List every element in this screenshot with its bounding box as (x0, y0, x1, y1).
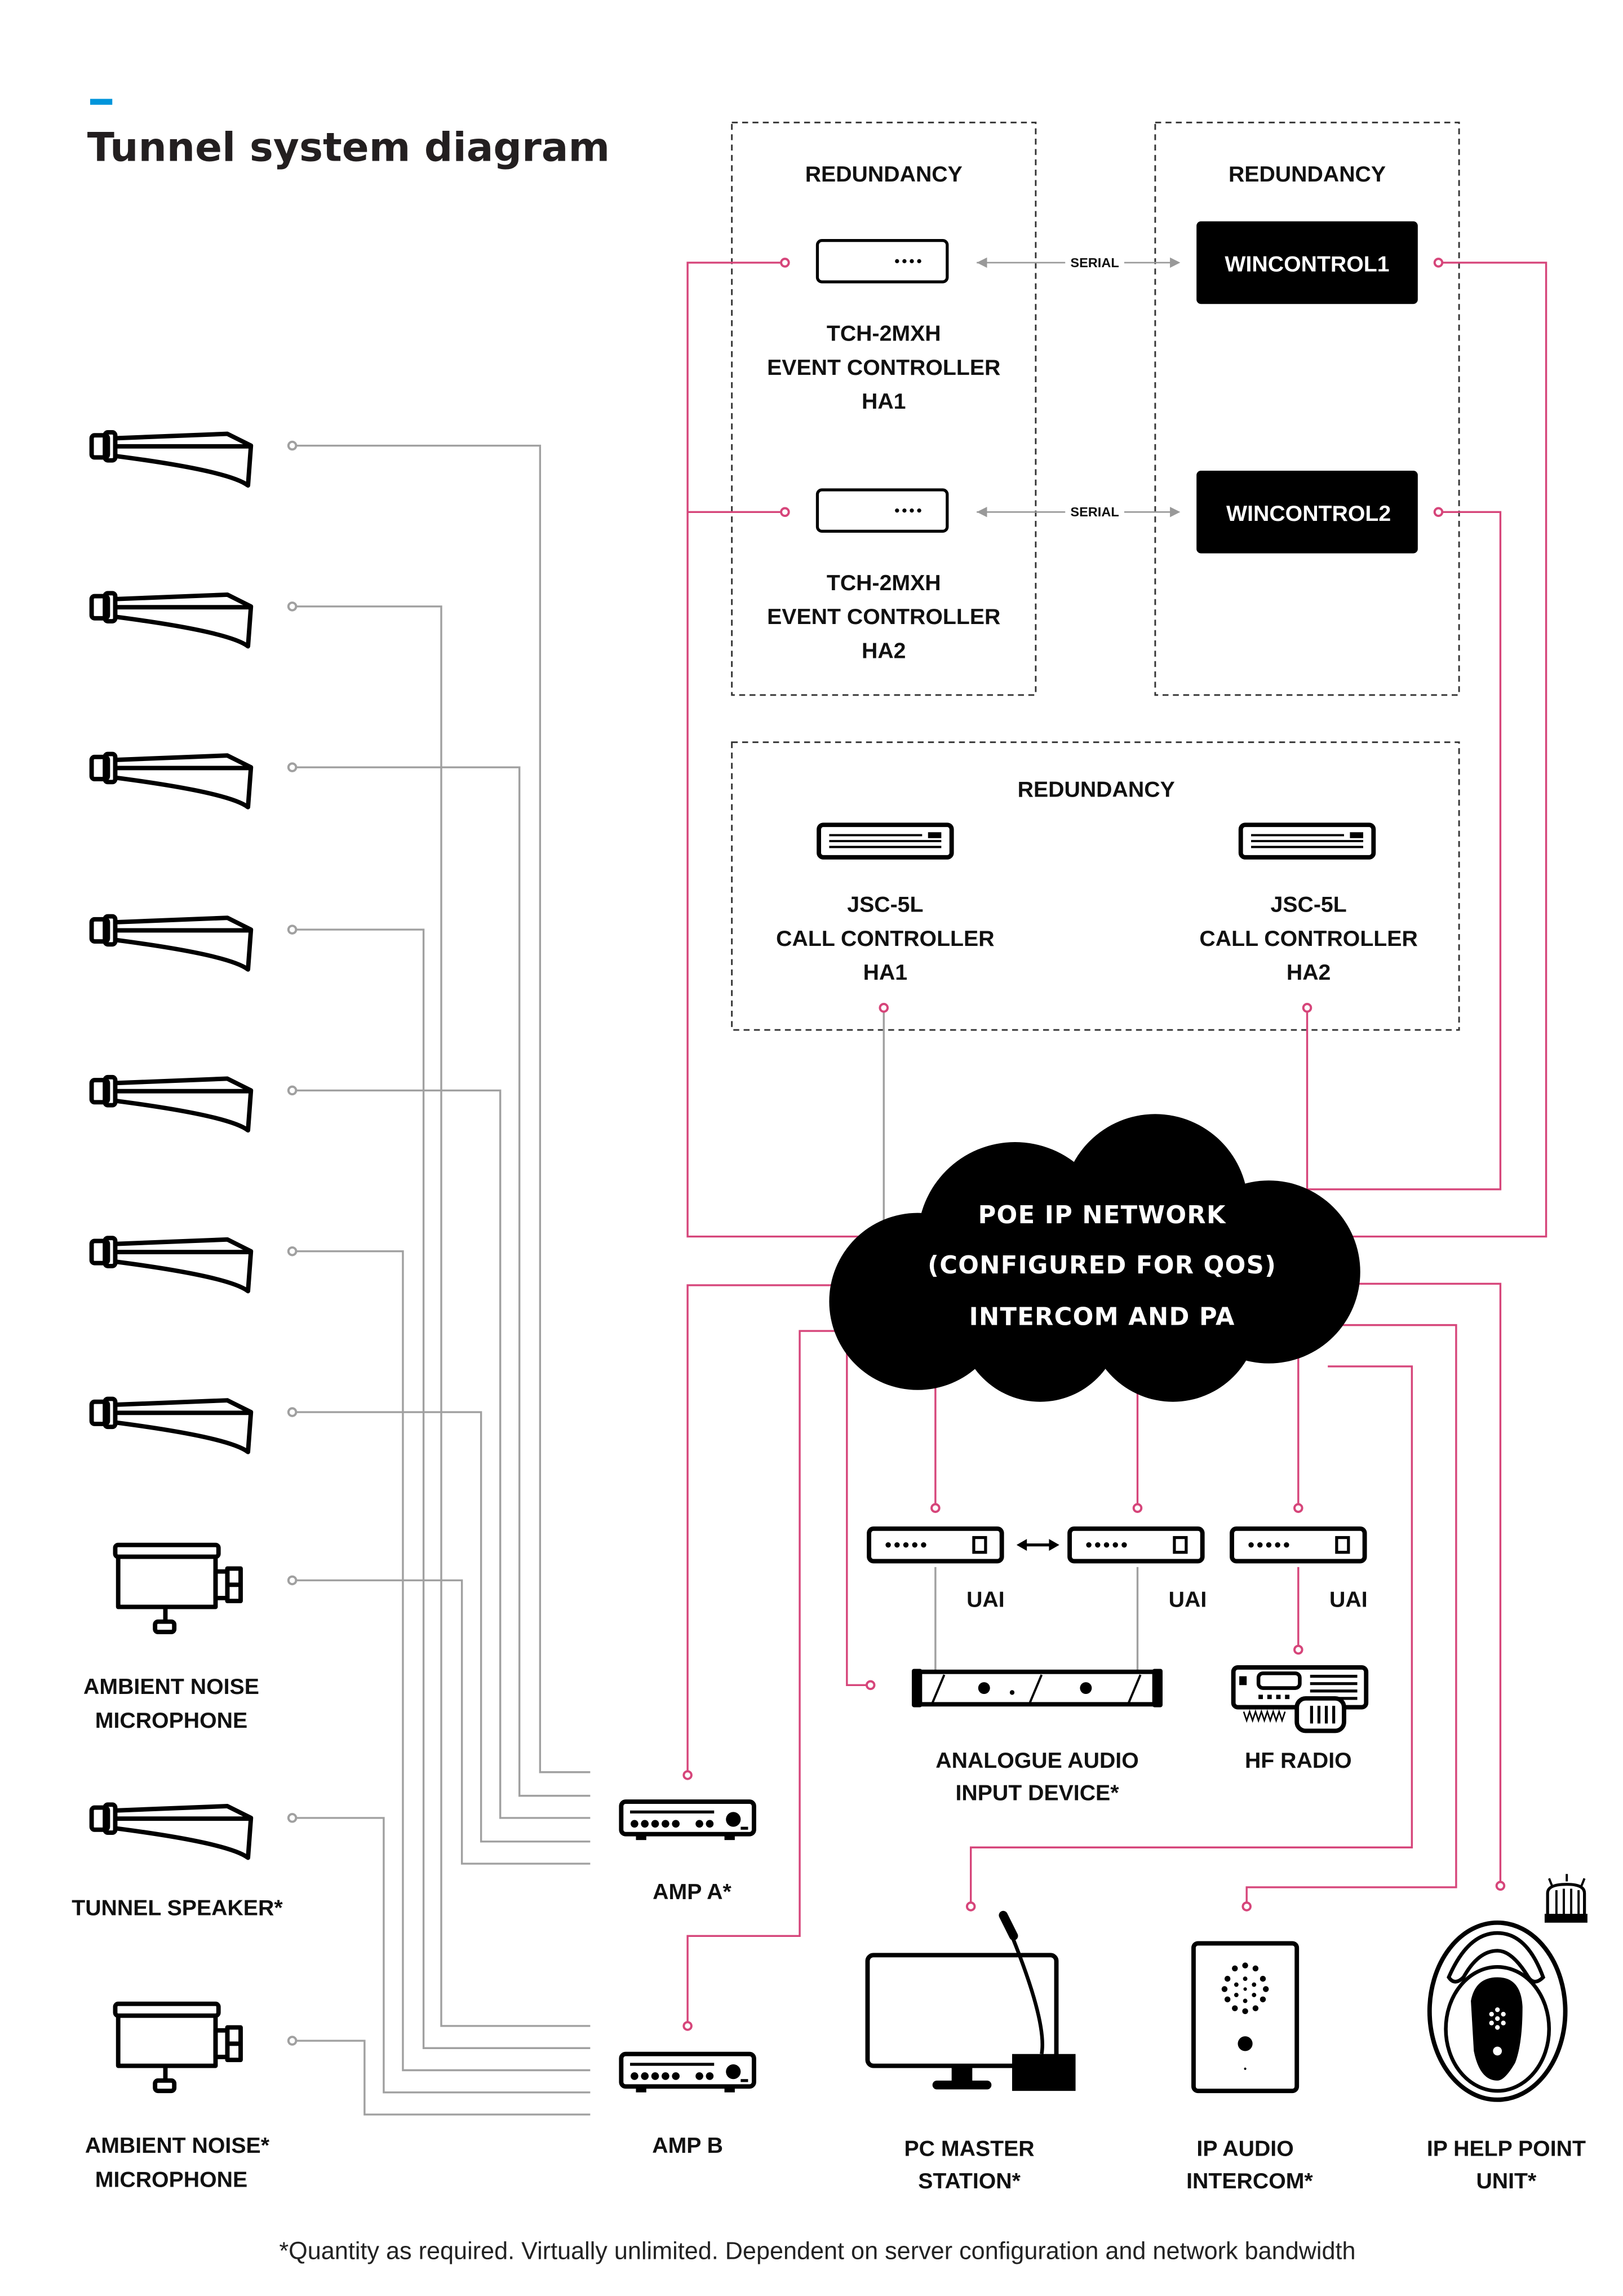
event-controller-ha1-icon (817, 241, 947, 282)
speaker-wiring (287, 440, 1139, 2116)
uai-1-label: UAI (966, 1587, 1005, 1612)
svg-text:HA2: HA2 (862, 638, 906, 663)
hf-radio-label: HF RADIO (1245, 1748, 1352, 1773)
ip-help-point-label: IP HELP POINT (1427, 2136, 1586, 2161)
serial-link-2: SERIAL (977, 505, 1181, 519)
wincontrol2-box: WINCONTROL2 (1196, 471, 1418, 554)
ambient-mic-2-label: MICROPHONE (95, 2167, 247, 2192)
uai-link-arrow (1016, 1539, 1059, 1551)
svg-text:POE IP NETWORK: POE IP NETWORK (978, 1201, 1226, 1229)
tunnel-speaker-label: TUNNEL SPEAKER* (72, 1896, 283, 1921)
redundancy-group-call-controllers (731, 741, 1460, 1031)
wincontrol1-box: WINCONTROL1 (1196, 221, 1418, 304)
svg-text:JSC-5L: JSC-5L (1271, 892, 1347, 917)
amp-a-icon (621, 1802, 754, 1840)
event-controller-ha2-icon (817, 490, 947, 531)
uai-2-icon (1070, 1529, 1203, 1561)
tunnel-speaker-icon (92, 1238, 251, 1291)
analogue-audio-label: ANALOGUE AUDIO (935, 1748, 1139, 1773)
svg-text:INTERCOM AND PA: INTERCOM AND PA (969, 1303, 1235, 1331)
redundancy-label: REDUNDANCY (1018, 777, 1175, 802)
ip-help-point-label: UNIT* (1476, 2169, 1537, 2193)
hf-radio-icon (1231, 1665, 1369, 1733)
analogue-audio-label: INPUT DEVICE* (955, 1780, 1119, 1805)
ambient-noise-microphone-icon (115, 1545, 240, 1632)
call-controller-ha1-label: JSC-5L CALL CONTROLLER HA1 (776, 892, 994, 985)
uai-3-label: UAI (1329, 1587, 1368, 1612)
ip-audio-intercom-label: IP AUDIO (1196, 2136, 1293, 2161)
ambient-mic-1-label: AMBIENT NOISE (83, 1674, 259, 1699)
tunnel-speaker-icon (92, 1399, 251, 1452)
ip-audio-intercom-icon (1191, 1941, 1300, 2094)
svg-text:EVENT CONTROLLER: EVENT CONTROLLER (767, 355, 1000, 380)
tunnel-speaker-icon (92, 1804, 251, 1857)
event-controller-ha2-label: TCH-2MXH EVENT CONTROLLER HA2 (767, 570, 1000, 663)
ambient-mic-2-label: AMBIENT NOISE* (85, 2133, 270, 2158)
tunnel-speaker-icon (92, 593, 251, 646)
svg-text:HA1: HA1 (863, 960, 908, 985)
network-wiring (682, 258, 1547, 2031)
svg-text:SERIAL: SERIAL (1070, 505, 1119, 519)
ambient-noise-microphone-icon (115, 2004, 240, 2091)
svg-text:TCH-2MXH: TCH-2MXH (827, 321, 941, 346)
svg-text:WINCONTROL1: WINCONTROL1 (1225, 252, 1389, 277)
pc-master-station-label: STATION* (918, 2169, 1021, 2193)
ip-audio-intercom-label: INTERCOM* (1186, 2169, 1313, 2193)
pc-master-station-icon (865, 1910, 1076, 2091)
amp-b-icon (621, 2054, 754, 2092)
uai-3-icon (1232, 1529, 1365, 1561)
footnote: *Quantity as required. Virtually unlimit… (279, 2238, 1355, 2265)
accent-bar (90, 99, 113, 105)
poe-ip-network-cloud: POE IP NETWORK (CONFIGURED FOR QOS) INTE… (829, 1114, 1360, 1402)
svg-text:TCH-2MXH: TCH-2MXH (827, 570, 941, 595)
uai-1-icon (869, 1529, 1002, 1561)
call-controller-ha2-icon (1241, 825, 1374, 857)
page-title: Tunnel system diagram (87, 123, 610, 170)
tunnel-speaker-icon (92, 917, 251, 970)
uai-2-label: UAI (1169, 1587, 1207, 1612)
svg-text:(CONFIGURED FOR QOS): (CONFIGURED FOR QOS) (928, 1251, 1276, 1280)
svg-text:WINCONTROL2: WINCONTROL2 (1226, 501, 1391, 526)
svg-text:HA1: HA1 (862, 389, 906, 414)
svg-text:CALL CONTROLLER: CALL CONTROLLER (776, 926, 994, 951)
redundancy-group-event-controllers (731, 121, 1037, 696)
amp-b-label: AMP B (652, 2133, 723, 2158)
svg-text:EVENT CONTROLLER: EVENT CONTROLLER (767, 604, 1000, 629)
svg-text:JSC-5L: JSC-5L (847, 892, 923, 917)
pc-master-station-label: PC MASTER (904, 2136, 1035, 2161)
tunnel-speaker-icon (92, 754, 251, 807)
tunnel-speaker-icon (92, 1077, 251, 1130)
ip-help-point-icon (1427, 1920, 1568, 2102)
call-controller-ha2-label: JSC-5L CALL CONTROLLER HA2 (1199, 892, 1417, 985)
svg-text:HA2: HA2 (1287, 960, 1331, 985)
svg-text:SERIAL: SERIAL (1070, 255, 1119, 270)
call-controller-ha1-icon (819, 825, 952, 857)
beacon-light-icon (1544, 1874, 1587, 1923)
redundancy-label: REDUNDANCY (1229, 162, 1386, 187)
redundancy-group-wincontrol (1154, 121, 1460, 696)
serial-link-1: SERIAL (977, 255, 1181, 270)
tunnel-speaker-icon (92, 432, 251, 485)
event-controller-ha1-label: TCH-2MXH EVENT CONTROLLER HA1 (767, 321, 1000, 414)
analogue-audio-input-device-icon (911, 1669, 1163, 1707)
redundancy-label: REDUNDANCY (805, 162, 963, 187)
amp-a-label: AMP A* (653, 1879, 731, 1904)
ambient-mic-1-label: MICROPHONE (95, 1708, 247, 1733)
svg-text:CALL CONTROLLER: CALL CONTROLLER (1199, 926, 1417, 951)
